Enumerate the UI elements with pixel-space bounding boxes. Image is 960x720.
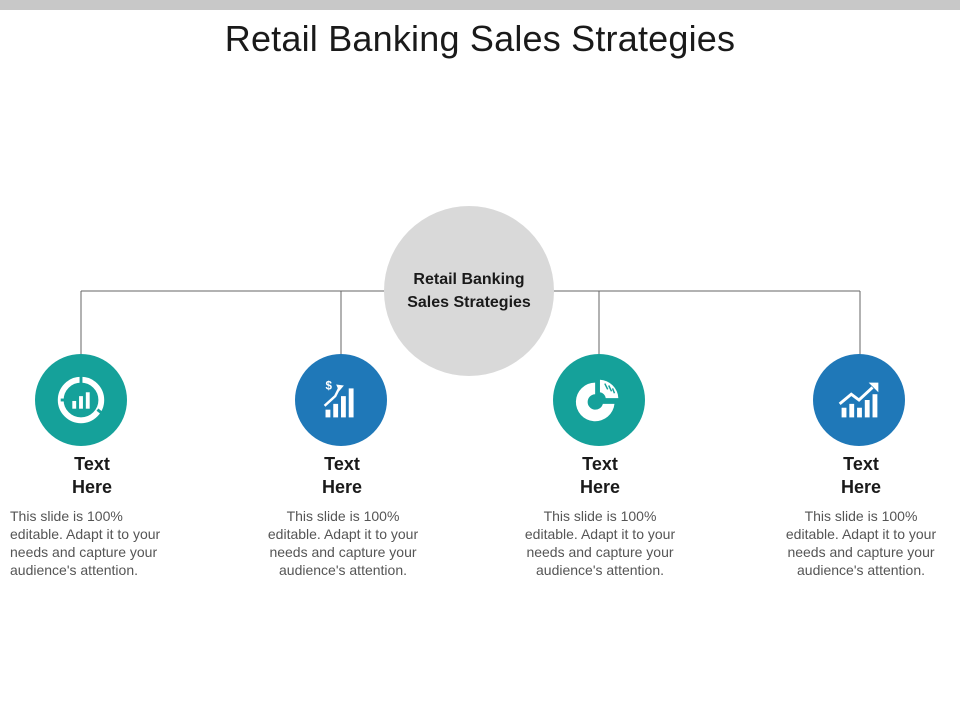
node-3-circle [553,354,645,446]
dollar-sign-text: $ [326,379,333,392]
node-1-circle [35,354,127,446]
top-accent-bar [0,0,960,10]
hub-text-line-2: Sales Strategies [407,294,531,311]
trend-up-chart-icon [838,382,879,418]
pie-chart-icon [575,379,619,422]
node-1-label: Text Here [71,454,113,497]
node-4-label: Text Here [840,454,882,497]
node-1-description: This slide is 100% editable. Adapt it to… [10,508,161,578]
central-hub-circle: Retail Banking Sales Strategies [384,206,554,376]
node-3-label: Text Here [579,454,621,497]
dollar-growth-chart-icon: $ [323,379,354,418]
node-4-circle [813,354,905,446]
node-4-description: This slide is 100% editable. Adapt it to… [785,508,937,578]
slide-title: Retail Banking Sales Strategies [224,18,736,59]
node-2-label: Text Here [321,454,363,497]
node-2-circle: $ [295,354,387,446]
node-2-description: This slide is 100% editable. Adapt it to… [267,508,419,578]
donut-bar-chart-icon [57,375,105,424]
hub-text-line-1: Retail Banking [413,271,525,288]
node-3-description: This slide is 100% editable. Adapt it to… [524,508,676,578]
